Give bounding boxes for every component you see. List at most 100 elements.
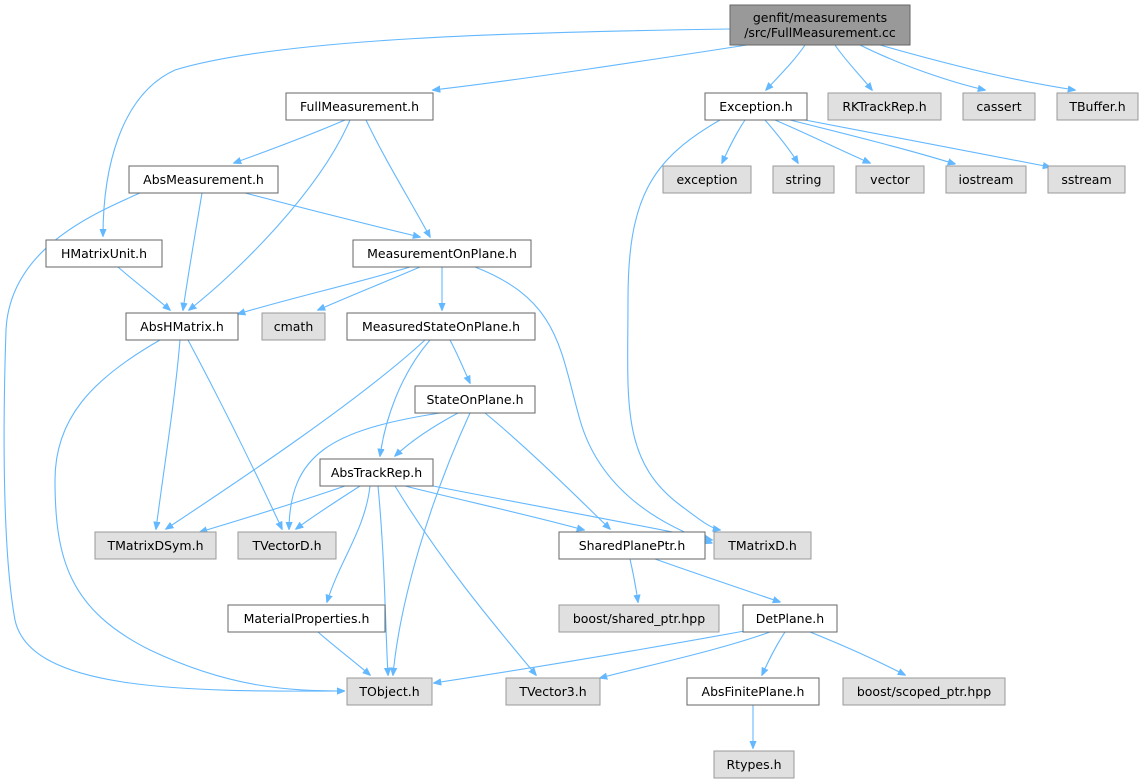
node-label: boost/shared_ptr.hpp (573, 611, 705, 626)
edge-line (722, 119, 746, 163)
edge-line (183, 192, 203, 310)
node-rtypes-h: Rtypes.h (713, 750, 795, 779)
edge-line (296, 485, 361, 529)
node-box (704, 92, 808, 121)
node-box (1047, 165, 1126, 194)
edge-root-to-Exception_h (766, 44, 806, 90)
edge-MeasurementOnPlane_h-to-cmath (318, 266, 421, 310)
edge-FullMeasurement_h-to-MeasurementOnPlane_h (365, 119, 430, 237)
node-absfiniteplane-h[interactable]: AbsFinitePlane.h (686, 677, 820, 706)
node-label: iostream (959, 172, 1014, 187)
node-label: FullMeasurement.h (300, 99, 419, 114)
node-label: TVector3.h (518, 684, 586, 699)
edge-FullMeasurement_h-to-AbsMeasurement_h (234, 119, 346, 163)
node-tmatrixd-h: TMatrixD.h (713, 531, 812, 560)
edges-layer (3, 28, 1075, 748)
edge-AbsTrackRep_h-to-TMatrixDSym_h (200, 485, 346, 532)
node-box (346, 312, 536, 341)
node-tvectord-h: TVectorD.h (237, 531, 337, 560)
node-label: exception (676, 172, 737, 187)
edge-line (474, 266, 712, 543)
node-label: Exception.h (719, 99, 792, 114)
node-iostream: iostream (945, 165, 1027, 194)
node-rktrackrep-h: RKTrackRep.h (827, 92, 942, 121)
node-stateonplane-h[interactable]: StateOnPlane.h (414, 385, 536, 414)
node-vector: vector (855, 165, 925, 194)
edge-line (654, 558, 780, 602)
edge-line (774, 119, 870, 163)
node-box (285, 92, 434, 121)
edge-line (166, 339, 426, 529)
node-box (558, 604, 720, 633)
edge-line (484, 412, 610, 529)
node-exception-h[interactable]: Exception.h (704, 92, 808, 121)
node-box (125, 312, 239, 341)
node-label: AbsHMatrix.h (140, 319, 224, 334)
node-tobject-h: TObject.h (346, 677, 433, 706)
node-label: cmath (274, 319, 314, 334)
node-box (558, 531, 706, 560)
node-materialproperties-h[interactable]: MaterialProperties.h (227, 604, 386, 633)
node-label: AbsFinitePlane.h (702, 684, 805, 699)
edge-line (318, 266, 421, 310)
edge-StateOnPlane_h-to-SharedPlanePtr_h (484, 412, 610, 529)
edge-line (327, 485, 371, 602)
node-box (742, 604, 838, 633)
node-box (962, 92, 1036, 121)
edge-MaterialProperties_h-to-TObject_h (317, 631, 370, 675)
edge-line (234, 119, 346, 163)
node-fullmeasurement-h[interactable]: FullMeasurement.h (285, 92, 434, 121)
node-box (686, 677, 820, 706)
node-box (772, 165, 835, 194)
node-absmeasurement-h[interactable]: AbsMeasurement.h (128, 165, 279, 194)
node-abshmatrix-h[interactable]: AbsHMatrix.h (125, 312, 239, 341)
node-measuredstateonplane-h[interactable]: MeasuredStateOnPlane.h (346, 312, 536, 341)
node-box (414, 385, 536, 414)
edge-root-to-cassert (859, 44, 985, 90)
node-label: TVectorD.h (252, 538, 322, 553)
node-detplane-h[interactable]: DetPlane.h (742, 604, 838, 633)
edge-Exception_h-to-iostream (789, 119, 955, 164)
edge-line (103, 28, 731, 236)
edge-MeasuredStateOnPlane_h-to-StateOnPlane_h (449, 339, 470, 383)
edge-HMatrixUnit_h-to-AbsHMatrix_h (117, 266, 170, 310)
edge-Exception_h-to-vector (774, 119, 870, 163)
edge-line (762, 631, 786, 675)
node-label: AbsTrackRep.h (331, 465, 422, 480)
edge-line (449, 339, 470, 383)
node-label: genfit/measurements (753, 10, 887, 25)
node-abstrackrep-h[interactable]: AbsTrackRep.h (319, 458, 434, 487)
node-label: Rtypes.h (726, 757, 781, 772)
edge-line (434, 629, 751, 683)
edge-line (395, 412, 459, 456)
edge-line (187, 339, 282, 529)
edge-line (766, 44, 806, 90)
edge-line (117, 266, 170, 310)
node-hmatrixunit-h[interactable]: HMatrixUnit.h (45, 239, 163, 268)
edge-AbsTrackRep_h-to-TObject_h (377, 485, 388, 675)
node-label: string (786, 172, 822, 187)
node-sharedplaneptr-h[interactable]: SharedPlanePtr.h (558, 531, 706, 560)
node-label: /src/FullMeasurement.cc (744, 25, 896, 40)
node-label: TMatrixDSym.h (106, 538, 203, 553)
node-label: TBuffer.h (1068, 99, 1125, 114)
node-label: boost/scoped_ptr.hpp (857, 684, 991, 699)
edge-AbsHMatrix_h-to-TObject_h (54, 339, 344, 691)
node-label: DetPlane.h (756, 611, 824, 626)
edge-MeasurementOnPlane_h-to-TMatrixD_h (474, 266, 712, 543)
node-label: vector (870, 172, 911, 187)
edge-AbsHMatrix_h-to-TMatrixDSym_h (156, 339, 181, 529)
node-box (842, 677, 1006, 706)
node-measurementonplane-h[interactable]: MeasurementOnPlane.h (352, 239, 532, 268)
edge-line (834, 44, 872, 90)
node-tvector3-h: TVector3.h (505, 677, 601, 706)
node-box (45, 239, 163, 268)
node-root[interactable]: genfit/measurements/src/FullMeasurement.… (729, 4, 911, 46)
edge-DetPlane_h-to-TVector3_h (600, 631, 771, 678)
edge-line (3, 192, 344, 691)
edge-line (789, 119, 955, 164)
node-box (352, 239, 532, 268)
node-box (945, 165, 1027, 194)
edge-line (380, 339, 431, 456)
